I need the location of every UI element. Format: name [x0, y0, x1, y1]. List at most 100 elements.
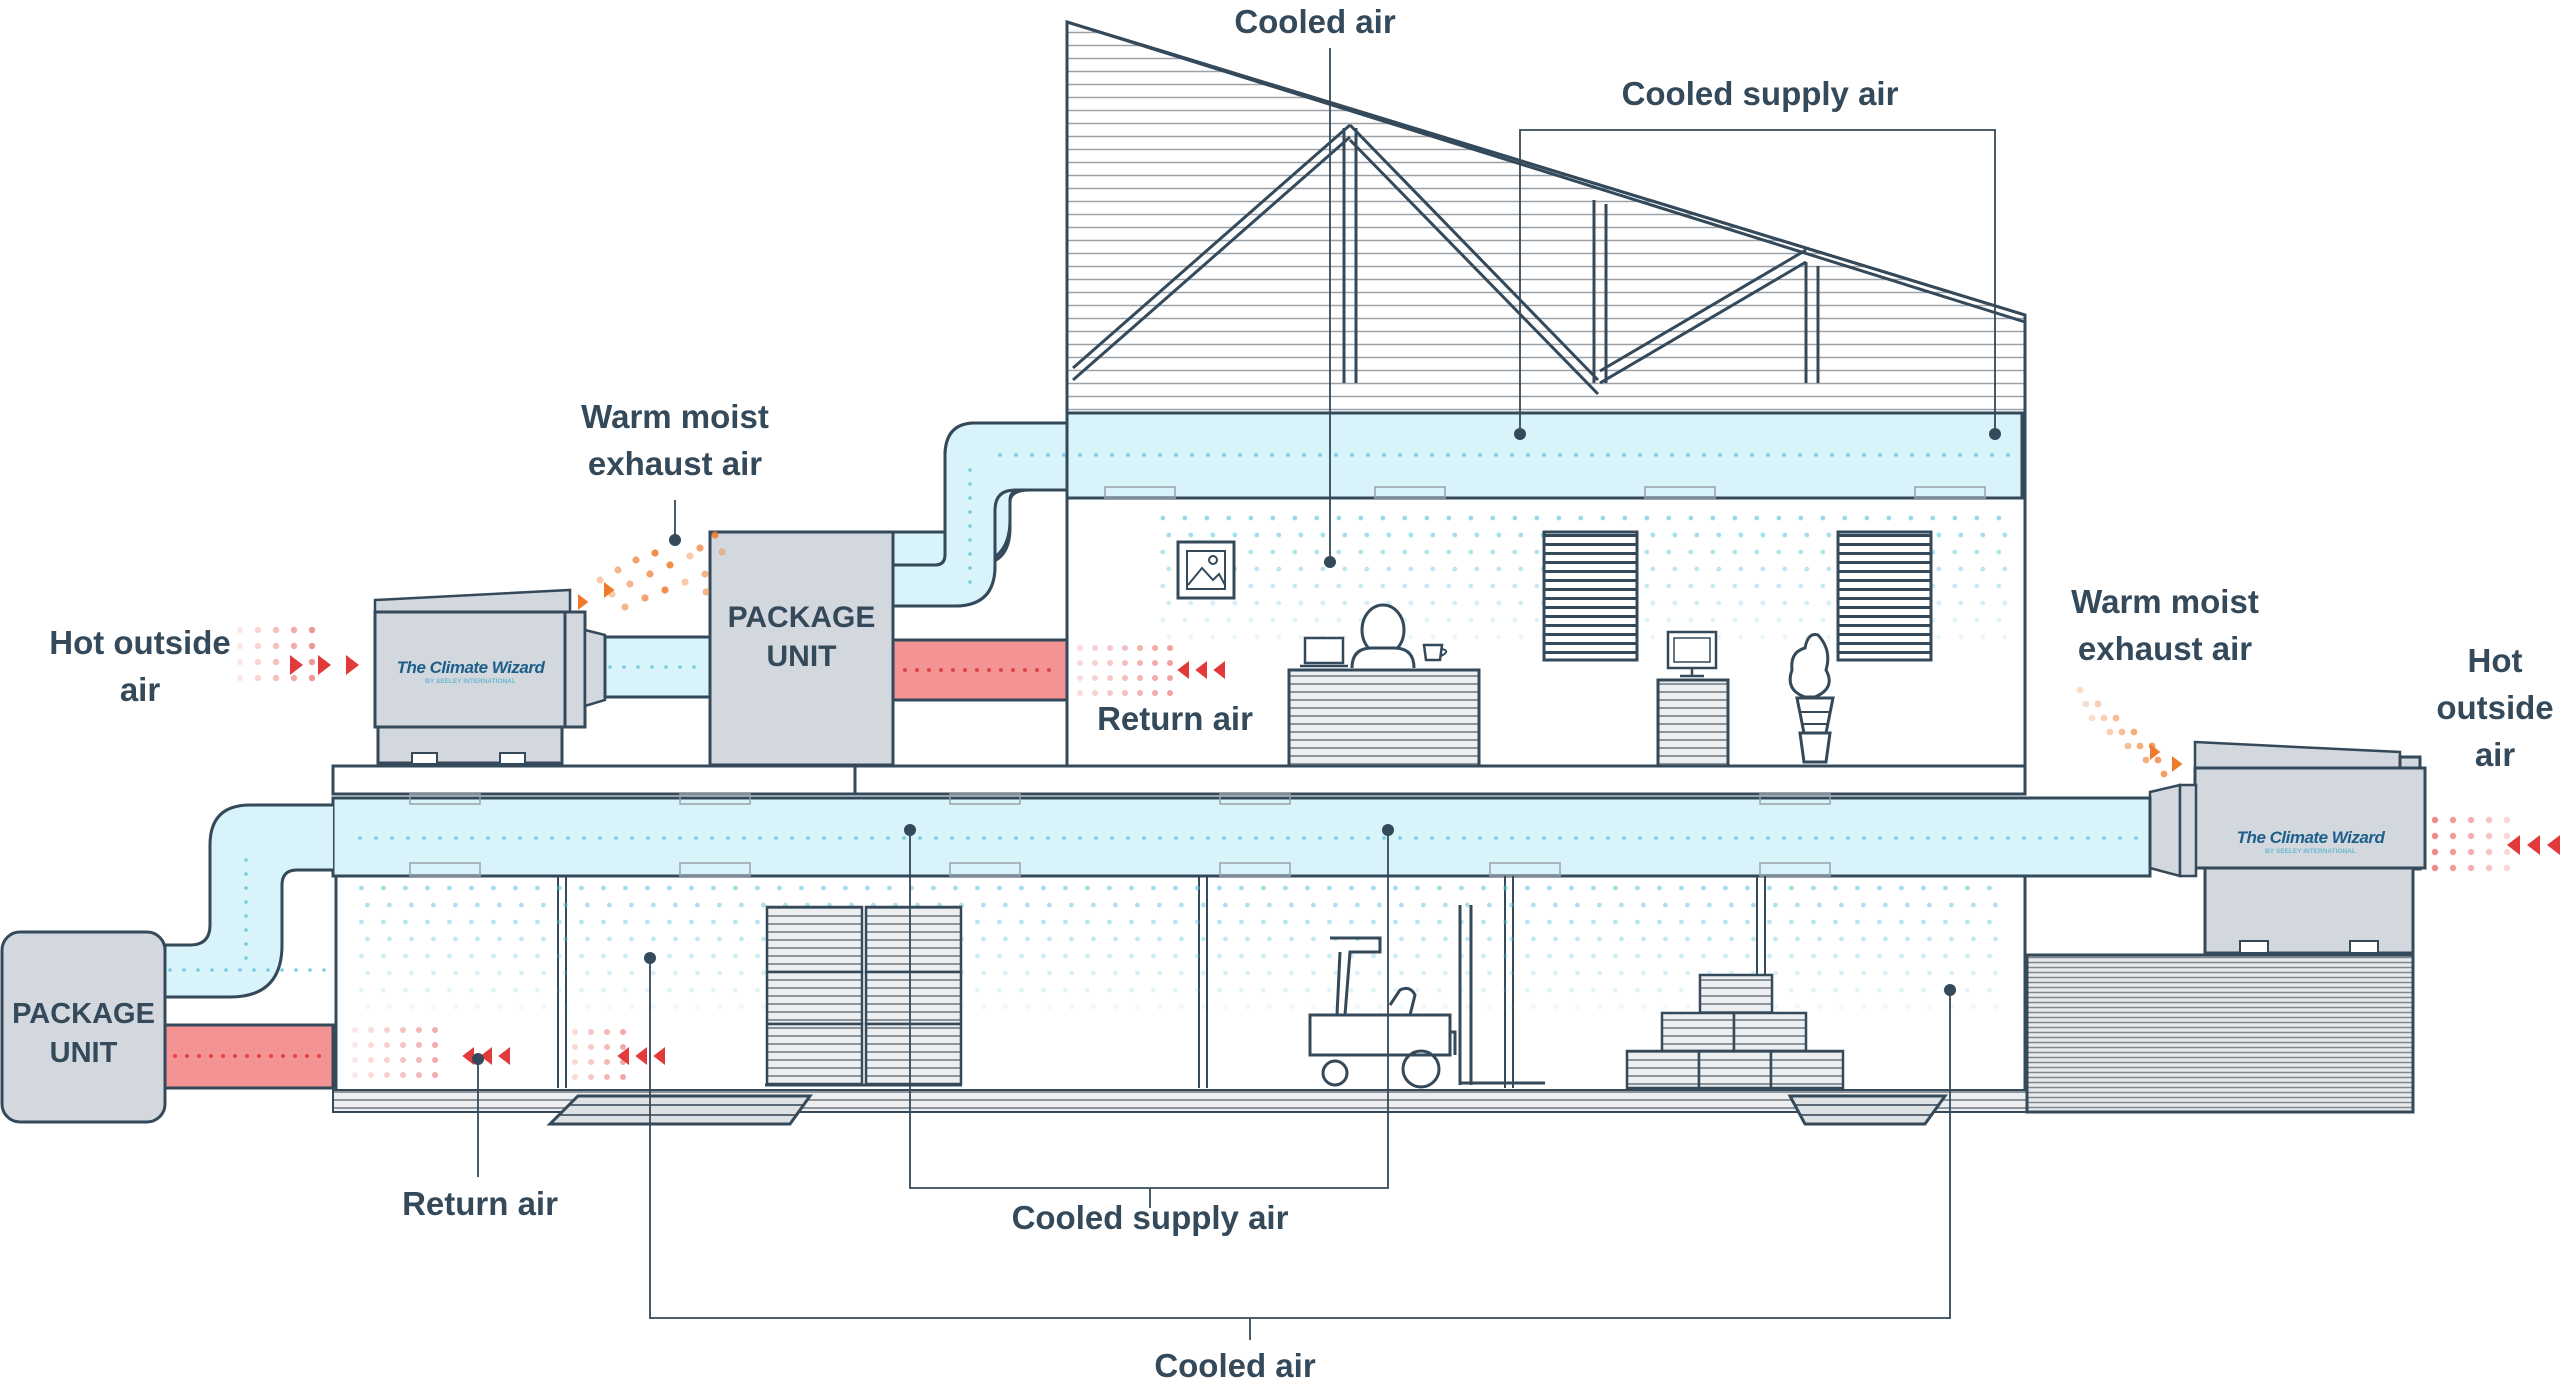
air-dot: [662, 836, 666, 840]
air-dot: [1732, 583, 1738, 589]
air-dot: [975, 885, 980, 891]
air-dot: [352, 1042, 358, 1048]
air-dot: [1188, 634, 1194, 640]
air-dot: [902, 836, 906, 840]
air-dot: [1760, 566, 1766, 572]
air-dot: [838, 836, 842, 840]
air-dot: [1137, 660, 1143, 666]
air-dot: [272, 626, 280, 634]
air-dot: [1041, 919, 1046, 925]
air-dot: [1223, 936, 1228, 942]
air-dot: [966, 836, 970, 840]
air-dot: [1245, 970, 1250, 976]
air-dot: [1905, 1004, 1910, 1010]
air-dot: [432, 1027, 438, 1033]
air-dot: [416, 1057, 422, 1063]
air-dot: [1776, 583, 1782, 589]
air-dot: [1129, 885, 1134, 891]
brand-logo-right: The Climate Wizard BY SEELEY INTERNATION…: [2198, 828, 2423, 855]
air-dot: [403, 885, 408, 891]
air-dot: [1729, 902, 1734, 908]
air-dot: [1276, 600, 1282, 606]
air-dot: [1663, 936, 1668, 942]
air-dot: [1122, 675, 1128, 681]
air-dot: [245, 1054, 249, 1058]
air-dot: [667, 953, 672, 959]
air-dot: [1446, 583, 1452, 589]
air-dot: [244, 914, 248, 918]
air-dot: [630, 836, 634, 840]
air-dot: [1137, 675, 1143, 681]
air-dot: [1547, 987, 1552, 993]
label-warm-moist-exhaust-right: Warm moist exhaust air: [2071, 583, 2259, 667]
air-dot: [1217, 953, 1222, 959]
air-dot: [535, 919, 540, 925]
air-dot: [1798, 836, 1802, 840]
air-dot: [1650, 634, 1656, 640]
air-dot: [1232, 532, 1238, 538]
air-dot: [1613, 919, 1618, 925]
air-dot: [1481, 885, 1486, 891]
air-dot: [221, 1054, 225, 1058]
air-dot: [447, 987, 452, 993]
air-dot: [1195, 919, 1200, 925]
air-dot: [1113, 902, 1118, 908]
air-dot: [381, 953, 386, 959]
air-dot: [400, 1072, 406, 1078]
lower-supply-duct: [163, 793, 2152, 999]
air-dot: [2124, 742, 2132, 750]
air-dot: [1638, 453, 1642, 457]
air-dot: [387, 1004, 392, 1010]
air-dot: [1094, 453, 1098, 457]
air-dot: [1092, 645, 1098, 651]
air-dot: [2118, 728, 2126, 736]
air-dot: [1965, 953, 1970, 959]
air-dot: [1107, 919, 1112, 925]
air-dot: [1496, 566, 1502, 572]
air-dot: [588, 1044, 594, 1050]
air-dot: [1314, 583, 1320, 589]
air-dot: [2449, 816, 2457, 824]
air-dot: [1122, 690, 1128, 696]
air-dot: [425, 953, 430, 959]
air-dot: [651, 970, 656, 976]
air-dot: [1474, 532, 1480, 538]
air-dot: [1833, 987, 1838, 993]
picture-frame: [1176, 540, 1236, 600]
air-dot: [1745, 919, 1750, 925]
air-dot: [469, 885, 474, 891]
air-dot: [1729, 936, 1734, 942]
brand-logo-left: The Climate Wizard BY SEELEY INTERNATION…: [378, 658, 563, 685]
air-dot: [1782, 634, 1788, 640]
air-dot: [432, 1042, 438, 1048]
air-dot: [2503, 848, 2511, 856]
air-dot: [1817, 902, 1822, 908]
box-stack: [1625, 973, 1845, 1090]
air-dot: [1069, 1004, 1074, 1010]
air-dot: [1826, 600, 1832, 606]
air-dot: [999, 668, 1003, 672]
air-dot: [1069, 902, 1074, 908]
air-dot: [1078, 453, 1082, 457]
air-dot: [1377, 1004, 1382, 1010]
air-dot: [695, 970, 700, 976]
air-dot: [1091, 936, 1096, 942]
air-arrow: [578, 594, 589, 610]
air-dot: [368, 1057, 374, 1063]
air-dot: [269, 1054, 273, 1058]
air-dot: [1077, 675, 1083, 681]
air-dot: [1569, 885, 1574, 891]
air-dot: [1569, 919, 1574, 925]
air-dot: [1650, 600, 1656, 606]
air-dot: [1254, 453, 1258, 457]
air-dot: [1905, 936, 1910, 942]
air-dot: [1531, 1004, 1536, 1010]
air-dot: [1974, 617, 1980, 623]
air-dot: [607, 970, 612, 976]
air-dot: [1638, 836, 1642, 840]
air-dot: [1195, 987, 1200, 993]
air-dot: [1619, 970, 1624, 976]
air-dot: [620, 1029, 626, 1035]
air-dot: [1342, 600, 1348, 606]
air-dot: [365, 936, 370, 942]
